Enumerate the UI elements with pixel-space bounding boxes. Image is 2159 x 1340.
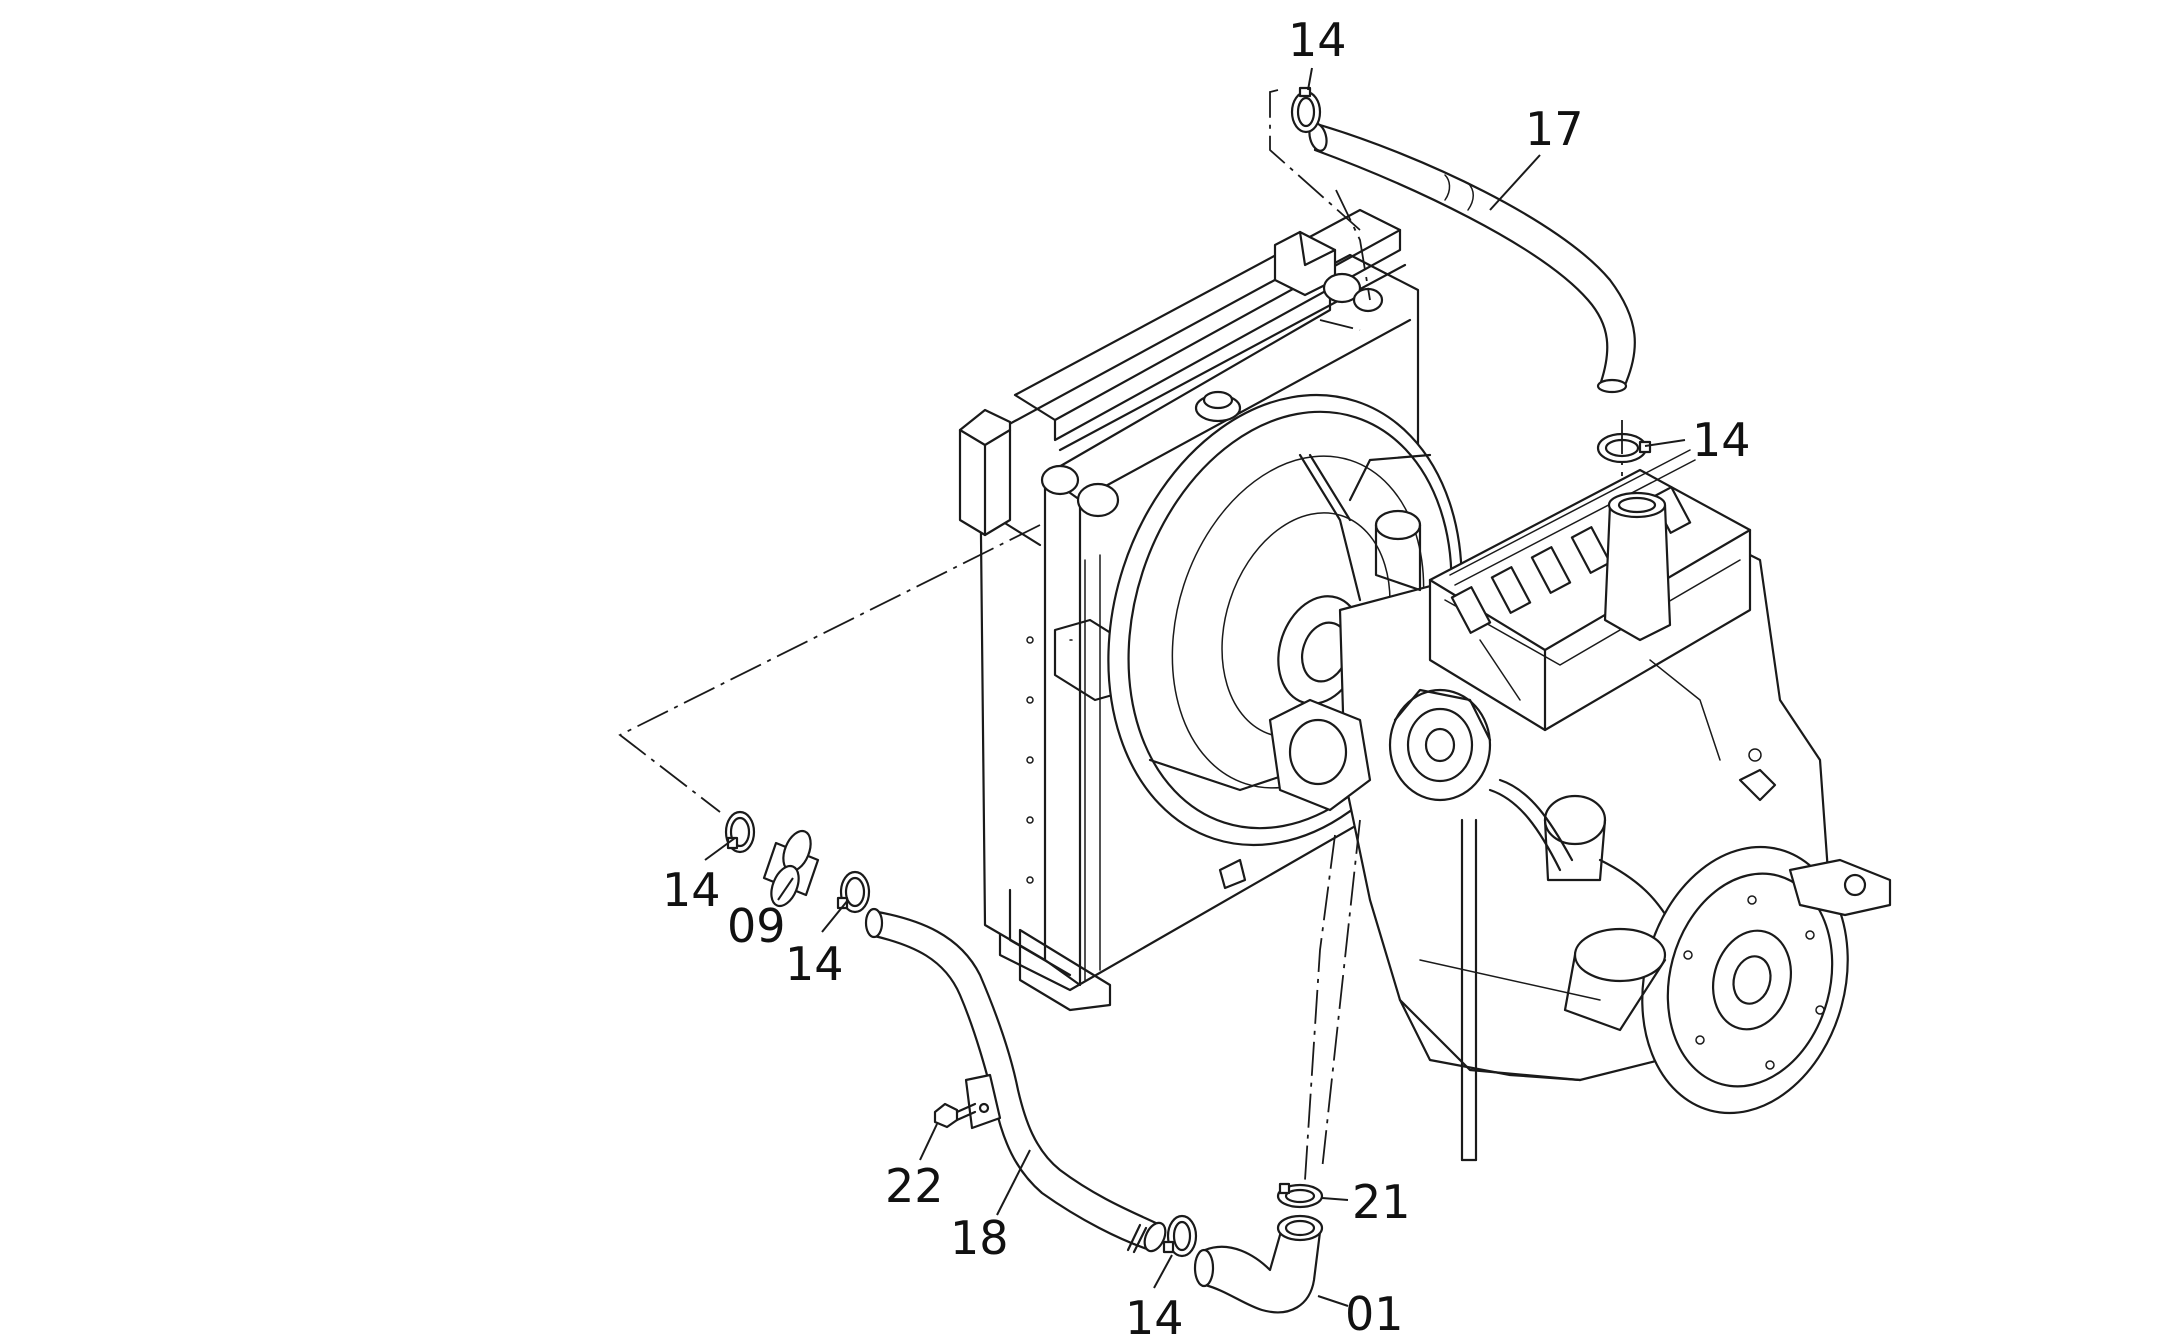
label-bolt-22: 22 <box>885 1159 944 1213</box>
upper-radiator-hose <box>1308 122 1636 394</box>
label-hose-01: 01 <box>1345 1287 1404 1340</box>
label-clamp-14-upper-right: 14 <box>1692 413 1751 467</box>
bolt-22 <box>933 1102 977 1129</box>
label-pipe-09: 09 <box>727 899 786 953</box>
label-clamp-14-top: 14 <box>1288 13 1347 67</box>
hose-clamp-top <box>1290 86 1322 134</box>
hose-clamp-left-1 <box>724 810 756 854</box>
hose-clamp-left-2 <box>836 870 871 914</box>
engine <box>1268 449 1892 1162</box>
label-clamp-14-left-1: 14 <box>662 863 721 917</box>
label-clamp-14-left-2: 14 <box>785 937 844 991</box>
elbow-hose-01 <box>1193 1214 1324 1314</box>
injector-row <box>1449 449 1696 634</box>
hose-clamp-upper-right <box>1596 432 1652 464</box>
hose-clamp-21 <box>1276 1182 1324 1209</box>
lower-coolant-pipe-18 <box>864 907 1167 1254</box>
label-clamp-14-bottom: 14 <box>1125 1291 1184 1340</box>
label-hose-17: 17 <box>1525 102 1584 156</box>
label-clamp-21: 21 <box>1352 1175 1411 1229</box>
hose-clamp-bottom <box>1162 1214 1198 1258</box>
leader-lines <box>704 67 1686 1307</box>
connecting-pipe-09 <box>762 829 820 908</box>
label-pipe-18: 18 <box>950 1211 1009 1265</box>
assembly-lines <box>618 89 1623 1181</box>
